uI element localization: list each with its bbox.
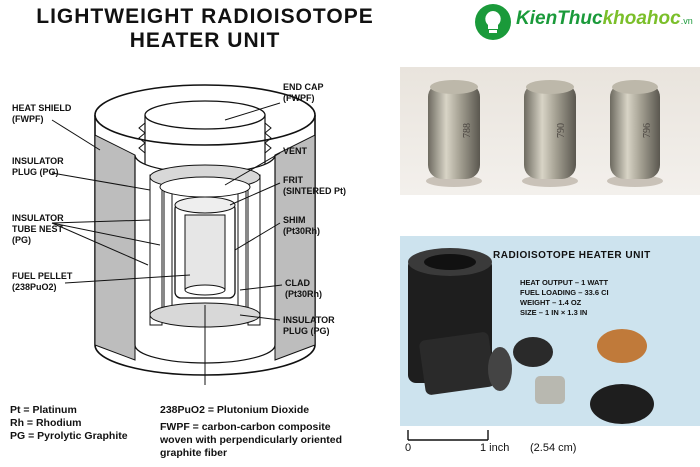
insulator-disc-part: [513, 337, 553, 367]
scale-cm: (2.54 cm): [530, 442, 577, 454]
flat-disc-part: [590, 384, 654, 424]
label-fuel-pellet: FUEL PELLET(238PuO2): [12, 271, 73, 292]
rhu-cutaway-diagram: [94, 84, 316, 385]
photo-rhu-components: RADIOISOTOPE HEATER UNIT HEAT OUTPUT – 1…: [400, 236, 700, 426]
legend-puo2: 238PuO2 = Plutonium Dioxide: [160, 404, 310, 416]
pellet-number-3: 796: [642, 123, 653, 138]
legend-pt: Pt = Platinum: [10, 404, 77, 416]
label-end-cap: END CAP(FWPF): [283, 82, 324, 103]
legend-pg: PG = Pyrolytic Graphite: [10, 430, 128, 442]
legend-rh: Rh = Rhodium: [10, 417, 82, 429]
penny-coin: [597, 329, 647, 363]
scale-bar: [407, 430, 489, 441]
label-shim: SHIM(Pt30Rh): [283, 215, 321, 236]
pellet-3: [607, 80, 663, 187]
scale-one-inch: 1 inch: [480, 442, 510, 454]
site-logo: KienThuckhoahoc.vn: [474, 2, 700, 42]
label-frit: FRIT(SINTERED Pt): [283, 175, 346, 196]
legend-materials: 238PuO2 = Plutonium Dioxide FWPF = carbo…: [160, 404, 342, 460]
card-title: RADIOISOTOPE HEATER UNIT: [493, 250, 651, 261]
card-spec-list: HEAT OUTPUT – 1 WATT FUEL LOADING – 33.6…: [520, 278, 609, 317]
pellet-2: [522, 80, 578, 187]
title-line-2: HEATER UNIT: [129, 29, 281, 52]
pellet-1: [426, 80, 482, 187]
clad-pellet-part: [535, 376, 565, 404]
label-heat-shield: HEAT SHIELD(FWPF): [12, 103, 72, 124]
legend-abbreviations: Pt = Platinum Rh = Rhodium PG = Pyrolyti…: [10, 404, 128, 443]
label-clad: CLAD(Pt30Rh): [285, 278, 323, 299]
legend-fwpf-2: woven with perpendicularly oriented: [160, 434, 343, 446]
pellet-number-2: 790: [556, 123, 567, 138]
label-vent: VENT: [283, 146, 308, 156]
pellet-number-1: 788: [462, 123, 473, 138]
photo-clad-pellets: 788 790 796: [400, 67, 700, 195]
end-cap-part: [419, 332, 495, 395]
legend-fwpf-1: FWPF = carbon-carbon composite: [160, 421, 331, 433]
logo-text: KienThuc: [516, 8, 603, 29]
title-line-1: LIGHTWEIGHT RADIOISOTOPE: [36, 5, 374, 28]
diagram-title: LIGHTWEIGHT RADIOISOTOPE HEATER UNIT: [5, 5, 405, 53]
legend-fwpf-3: graphite fiber: [160, 447, 228, 459]
leader-lines: [51, 102, 283, 321]
bulb-logo-icon: [475, 4, 511, 40]
scale-zero: 0: [405, 442, 412, 454]
logo-accent: khoahoc: [602, 8, 681, 29]
logo-sub: .vn: [680, 16, 693, 26]
